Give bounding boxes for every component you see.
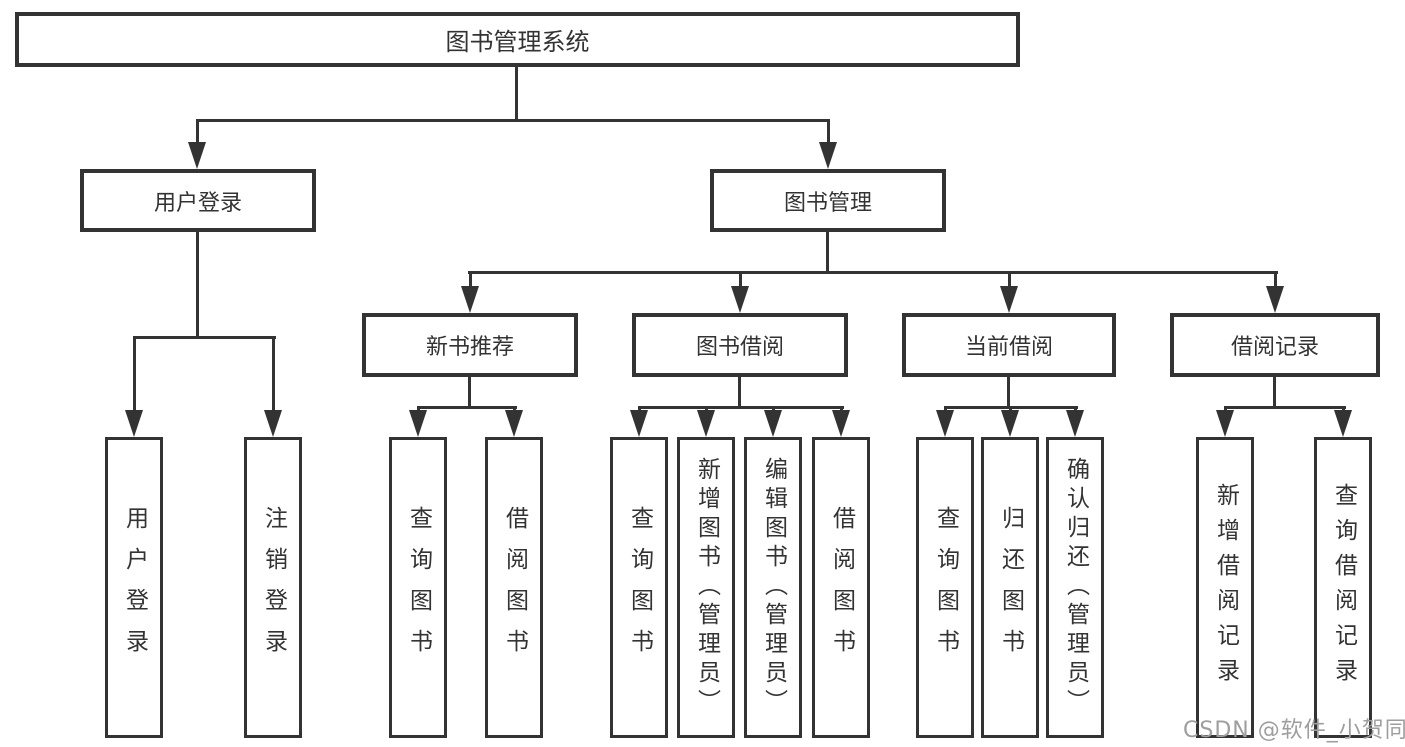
arrowhead-icon bbox=[764, 410, 782, 437]
connector-line bbox=[739, 271, 742, 289]
leaf-label: 新增借阅记录 bbox=[1212, 482, 1239, 693]
leaf-return-books: 归还图书 bbox=[981, 437, 1039, 738]
leaf-logout: 注销登录 bbox=[244, 437, 302, 738]
leaf-borrow-books-borrowing: 借阅图书 bbox=[812, 437, 870, 738]
connector-line bbox=[840, 406, 843, 413]
leaf-label: 查询图书 bbox=[405, 505, 432, 670]
connector-line bbox=[468, 271, 1278, 274]
connector-line bbox=[1008, 271, 1011, 289]
leaf-borrow-books-recommend: 借阅图书 bbox=[485, 437, 543, 738]
node-new-book-recommend: 新书推荐 bbox=[362, 313, 578, 377]
leaf-label: 新增图书（管理员） bbox=[693, 457, 720, 718]
node-user-login: 用户登录 bbox=[80, 169, 316, 232]
arrowhead-icon bbox=[505, 410, 523, 437]
node-book-borrowing: 图书借阅 bbox=[632, 313, 848, 377]
connector-line bbox=[827, 119, 830, 145]
connector-line bbox=[1074, 406, 1077, 413]
leaf-label: 归还图书 bbox=[997, 505, 1024, 670]
connector-line bbox=[469, 271, 472, 289]
arrowhead-icon bbox=[1334, 410, 1352, 437]
arrowhead-icon bbox=[1216, 410, 1234, 437]
connector-line bbox=[1224, 406, 1346, 409]
node-label: 借阅记录 bbox=[1230, 335, 1319, 360]
connector-line bbox=[196, 119, 830, 122]
node-label: 图书借阅 bbox=[695, 335, 784, 360]
connector-line bbox=[513, 406, 516, 413]
connector-line bbox=[826, 232, 829, 274]
leaf-query-books-borrowing: 查询图书 bbox=[610, 437, 668, 738]
connector-line bbox=[417, 406, 517, 409]
connector-line bbox=[1224, 406, 1227, 413]
leaf-label: 查询图书 bbox=[932, 505, 959, 670]
node-label: 图书管理 bbox=[783, 190, 872, 216]
arrowhead-icon bbox=[409, 410, 427, 437]
connector-line bbox=[196, 119, 199, 145]
arrowhead-icon bbox=[461, 286, 479, 313]
connector-line bbox=[1007, 377, 1010, 409]
node-book-management: 图书管理 bbox=[710, 169, 946, 232]
connector-line bbox=[272, 336, 275, 413]
node-label: 新书推荐 bbox=[425, 335, 514, 360]
connector-line bbox=[1273, 377, 1276, 409]
connector-line bbox=[1274, 271, 1277, 289]
connector-line bbox=[196, 232, 199, 339]
leaf-edit-books-admin: 编辑图书（管理员） bbox=[744, 437, 802, 738]
leaf-label: 注销登录 bbox=[260, 505, 287, 670]
connector-line bbox=[1009, 406, 1012, 413]
leaf-add-books-admin: 新增图书（管理员） bbox=[677, 437, 735, 738]
connector-line bbox=[638, 406, 641, 413]
arrowhead-icon bbox=[819, 142, 837, 169]
leaf-query-books-current: 查询图书 bbox=[916, 437, 974, 738]
leaf-label: 借阅图书 bbox=[501, 505, 528, 670]
arrowhead-icon bbox=[936, 410, 954, 437]
leaf-label: 查询借阅记录 bbox=[1330, 482, 1357, 693]
connector-line bbox=[1342, 406, 1345, 413]
node-borrowing-records: 借阅记录 bbox=[1170, 313, 1380, 377]
leaf-label: 确认归还（管理员） bbox=[1062, 457, 1089, 718]
node-label: 图书管理系统 bbox=[445, 28, 590, 56]
leaf-user-login: 用户登录 bbox=[105, 437, 163, 738]
arrowhead-icon bbox=[1066, 410, 1084, 437]
leaf-query-borrow-record: 查询借阅记录 bbox=[1314, 437, 1372, 738]
node-label: 当前借阅 bbox=[964, 335, 1053, 360]
arrowhead-icon bbox=[188, 142, 206, 169]
arrowhead-icon bbox=[125, 410, 143, 437]
arrowhead-icon bbox=[731, 286, 749, 313]
connector-line bbox=[772, 406, 775, 413]
leaf-label: 用户登录 bbox=[121, 505, 148, 670]
connector-line bbox=[515, 67, 518, 122]
arrowhead-icon bbox=[1000, 286, 1018, 313]
leaf-label: 借阅图书 bbox=[828, 505, 855, 670]
node-book-management-system: 图书管理系统 bbox=[15, 12, 1020, 67]
leaf-confirm-return-admin: 确认归还（管理员） bbox=[1046, 437, 1104, 738]
arrowhead-icon bbox=[264, 410, 282, 437]
arrowhead-icon bbox=[1001, 410, 1019, 437]
connector-line bbox=[133, 336, 136, 413]
leaf-query-books-recommend: 查询图书 bbox=[389, 437, 447, 738]
arrowhead-icon bbox=[630, 410, 648, 437]
arrowhead-icon bbox=[1266, 286, 1284, 313]
leaf-label: 编辑图书（管理员） bbox=[760, 457, 787, 718]
leaf-label: 查询图书 bbox=[626, 505, 653, 670]
connector-line bbox=[468, 377, 471, 409]
leaf-add-borrow-record: 新增借阅记录 bbox=[1196, 437, 1254, 738]
connector-line bbox=[638, 406, 844, 409]
arrowhead-icon bbox=[832, 410, 850, 437]
watermark: CSDN @软件_小贺同学 bbox=[1183, 718, 1405, 743]
connector-line bbox=[944, 406, 947, 413]
node-current-borrowing: 当前借阅 bbox=[902, 313, 1116, 377]
node-label: 用户登录 bbox=[153, 190, 242, 216]
connector-line bbox=[705, 406, 708, 413]
connector-line bbox=[133, 336, 276, 339]
arrowhead-icon bbox=[697, 410, 715, 437]
connector-line bbox=[738, 377, 741, 409]
connector-line bbox=[417, 406, 420, 413]
